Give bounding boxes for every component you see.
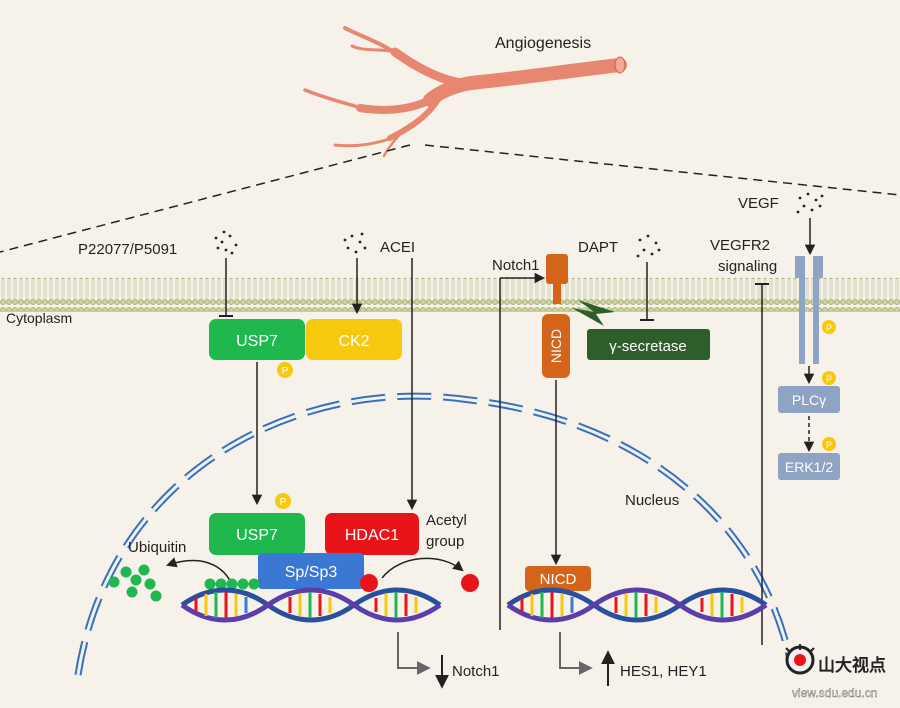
dapt-label: DAPT [578, 239, 618, 256]
ck2-box [306, 319, 402, 360]
svg-text:USP7: USP7 [236, 527, 278, 544]
cytoplasm-label: Cytoplasm [6, 310, 72, 326]
nucleus-label: Nucleus [625, 492, 679, 509]
free-ubiquitin-icon [108, 564, 162, 602]
svg-text:ERK1/2: ERK1/2 [785, 459, 833, 475]
acetyl-free-icon [461, 574, 479, 592]
gamma-secretase-box [587, 329, 710, 360]
hdac1-box [325, 513, 419, 555]
watermark-logo: 山大视点 view.sdu.edu.cn [785, 644, 886, 700]
cell-membrane [0, 278, 900, 312]
plc-box [778, 386, 840, 413]
erk-box [778, 453, 840, 480]
svg-text:CK2: CK2 [338, 333, 369, 350]
phospho-usp7-top-icon [277, 362, 293, 378]
dna-helix-right-icon [506, 587, 768, 623]
svg-text:P: P [826, 374, 832, 384]
vegf-dots-icon [796, 192, 824, 214]
vegfr2-receptor-icon [795, 256, 823, 364]
blood-vessel-icon [303, 26, 627, 158]
acetyl-bound-icon [360, 574, 378, 592]
hes-output-label: HES1, HEY1 [620, 663, 707, 680]
vegf-label: VEGF [738, 195, 779, 212]
dna-helix-left-icon [180, 587, 442, 623]
svg-text:P: P [282, 366, 289, 377]
p22077-label: P22077/P5091 [78, 241, 177, 258]
title-angiogenesis: Angiogenesis [495, 35, 591, 52]
svg-text:NICD: NICD [540, 571, 577, 588]
svg-text:PLCγ: PLCγ [792, 392, 826, 408]
phospho-erk-icon [822, 437, 836, 451]
acei-label: ACEI [380, 239, 415, 256]
svg-text:γ-secretase: γ-secretase [609, 338, 687, 355]
notch1-output-label: Notch1 [452, 663, 500, 680]
ubiquitin-label: Ubiquitin [128, 539, 186, 556]
acetyl-label-line1: Acetyl [426, 512, 467, 529]
svg-text:P: P [826, 323, 832, 333]
svg-text:USP7: USP7 [236, 333, 278, 350]
phospho-plc-icon [822, 371, 836, 385]
phospho-usp7-bottom-icon [275, 493, 291, 509]
sp-box [258, 553, 364, 589]
svg-text:view.sdu.edu.cn: view.sdu.edu.cn [792, 686, 877, 700]
usp7-bottom-box [209, 513, 305, 555]
phospho-vegfr2-icon [822, 320, 836, 334]
usp7-top-box [209, 319, 305, 360]
cleavage-bolt-icon [572, 300, 615, 326]
acei-dots-icon [343, 232, 367, 254]
acetyl-label-line2: group [426, 533, 464, 550]
notch1-receptor-label: Notch1 [492, 257, 540, 274]
zoom-line-left [0, 144, 411, 253]
svg-text:山大视点: 山大视点 [818, 655, 886, 675]
nicd-vertical-box [542, 314, 570, 378]
zoom-line-right [424, 144, 900, 196]
svg-text:P: P [826, 440, 832, 450]
p22077-dots-icon [214, 230, 238, 255]
nicd-bottom-box [525, 566, 591, 591]
vegfr2-label-line2: signaling [718, 258, 777, 275]
ubiquitin-chain-icon [204, 578, 260, 590]
svg-text:HDAC1: HDAC1 [345, 527, 399, 544]
svg-text:Sp/Sp3: Sp/Sp3 [285, 564, 338, 581]
dapt-dots-icon [636, 234, 661, 258]
svg-text:P: P [280, 497, 287, 508]
vegfr2-label-line1: VEGFR2 [710, 237, 770, 254]
notch1-receptor-box [546, 254, 568, 284]
svg-text:NICD: NICD [548, 329, 564, 363]
